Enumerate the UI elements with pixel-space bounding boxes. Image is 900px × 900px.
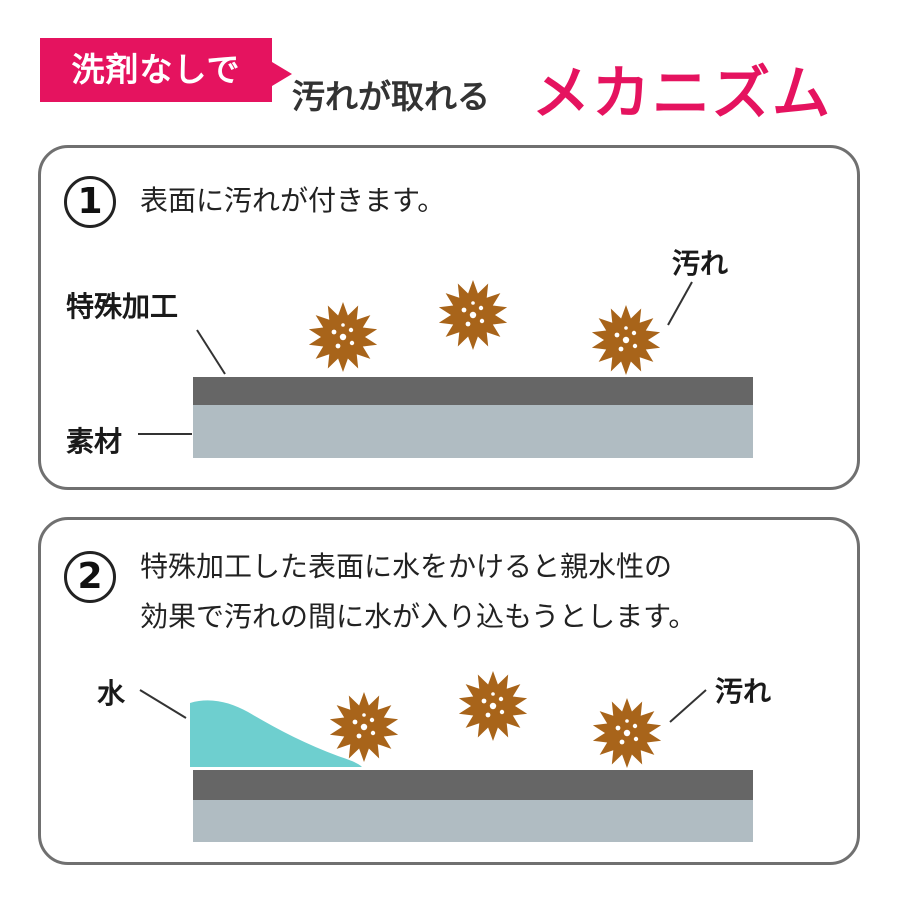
step1-base-layer <box>193 405 753 458</box>
header-title: メカニズム <box>532 59 833 127</box>
step1-text: 表面に汚れが付きます。 <box>140 184 446 217</box>
step2-base-layer <box>193 800 753 842</box>
step2-coating-layer <box>193 770 753 800</box>
step1-number: 1 <box>64 176 116 228</box>
header-tag: 洗剤なしで <box>40 38 272 102</box>
step2-label-dirt: 汚れ <box>715 675 772 708</box>
label-water: 水 <box>97 677 126 710</box>
step1-coating-layer <box>193 377 753 405</box>
header-tag-arrow <box>272 62 292 86</box>
step2-text-line2: 効果で汚れの間に水が入り込もうとします。 <box>140 600 697 633</box>
step2-number: 2 <box>64 551 116 603</box>
label-material: 素材 <box>66 425 123 458</box>
header-subtitle: 汚れが取れる <box>292 77 490 116</box>
step1-label-dirt: 汚れ <box>672 247 729 280</box>
header: 洗剤なしで 汚れが取れる メカニズム <box>0 0 900 140</box>
step2-text-line1: 特殊加工した表面に水をかけると親水性の <box>140 550 673 583</box>
label-coating: 特殊加工 <box>66 290 179 323</box>
